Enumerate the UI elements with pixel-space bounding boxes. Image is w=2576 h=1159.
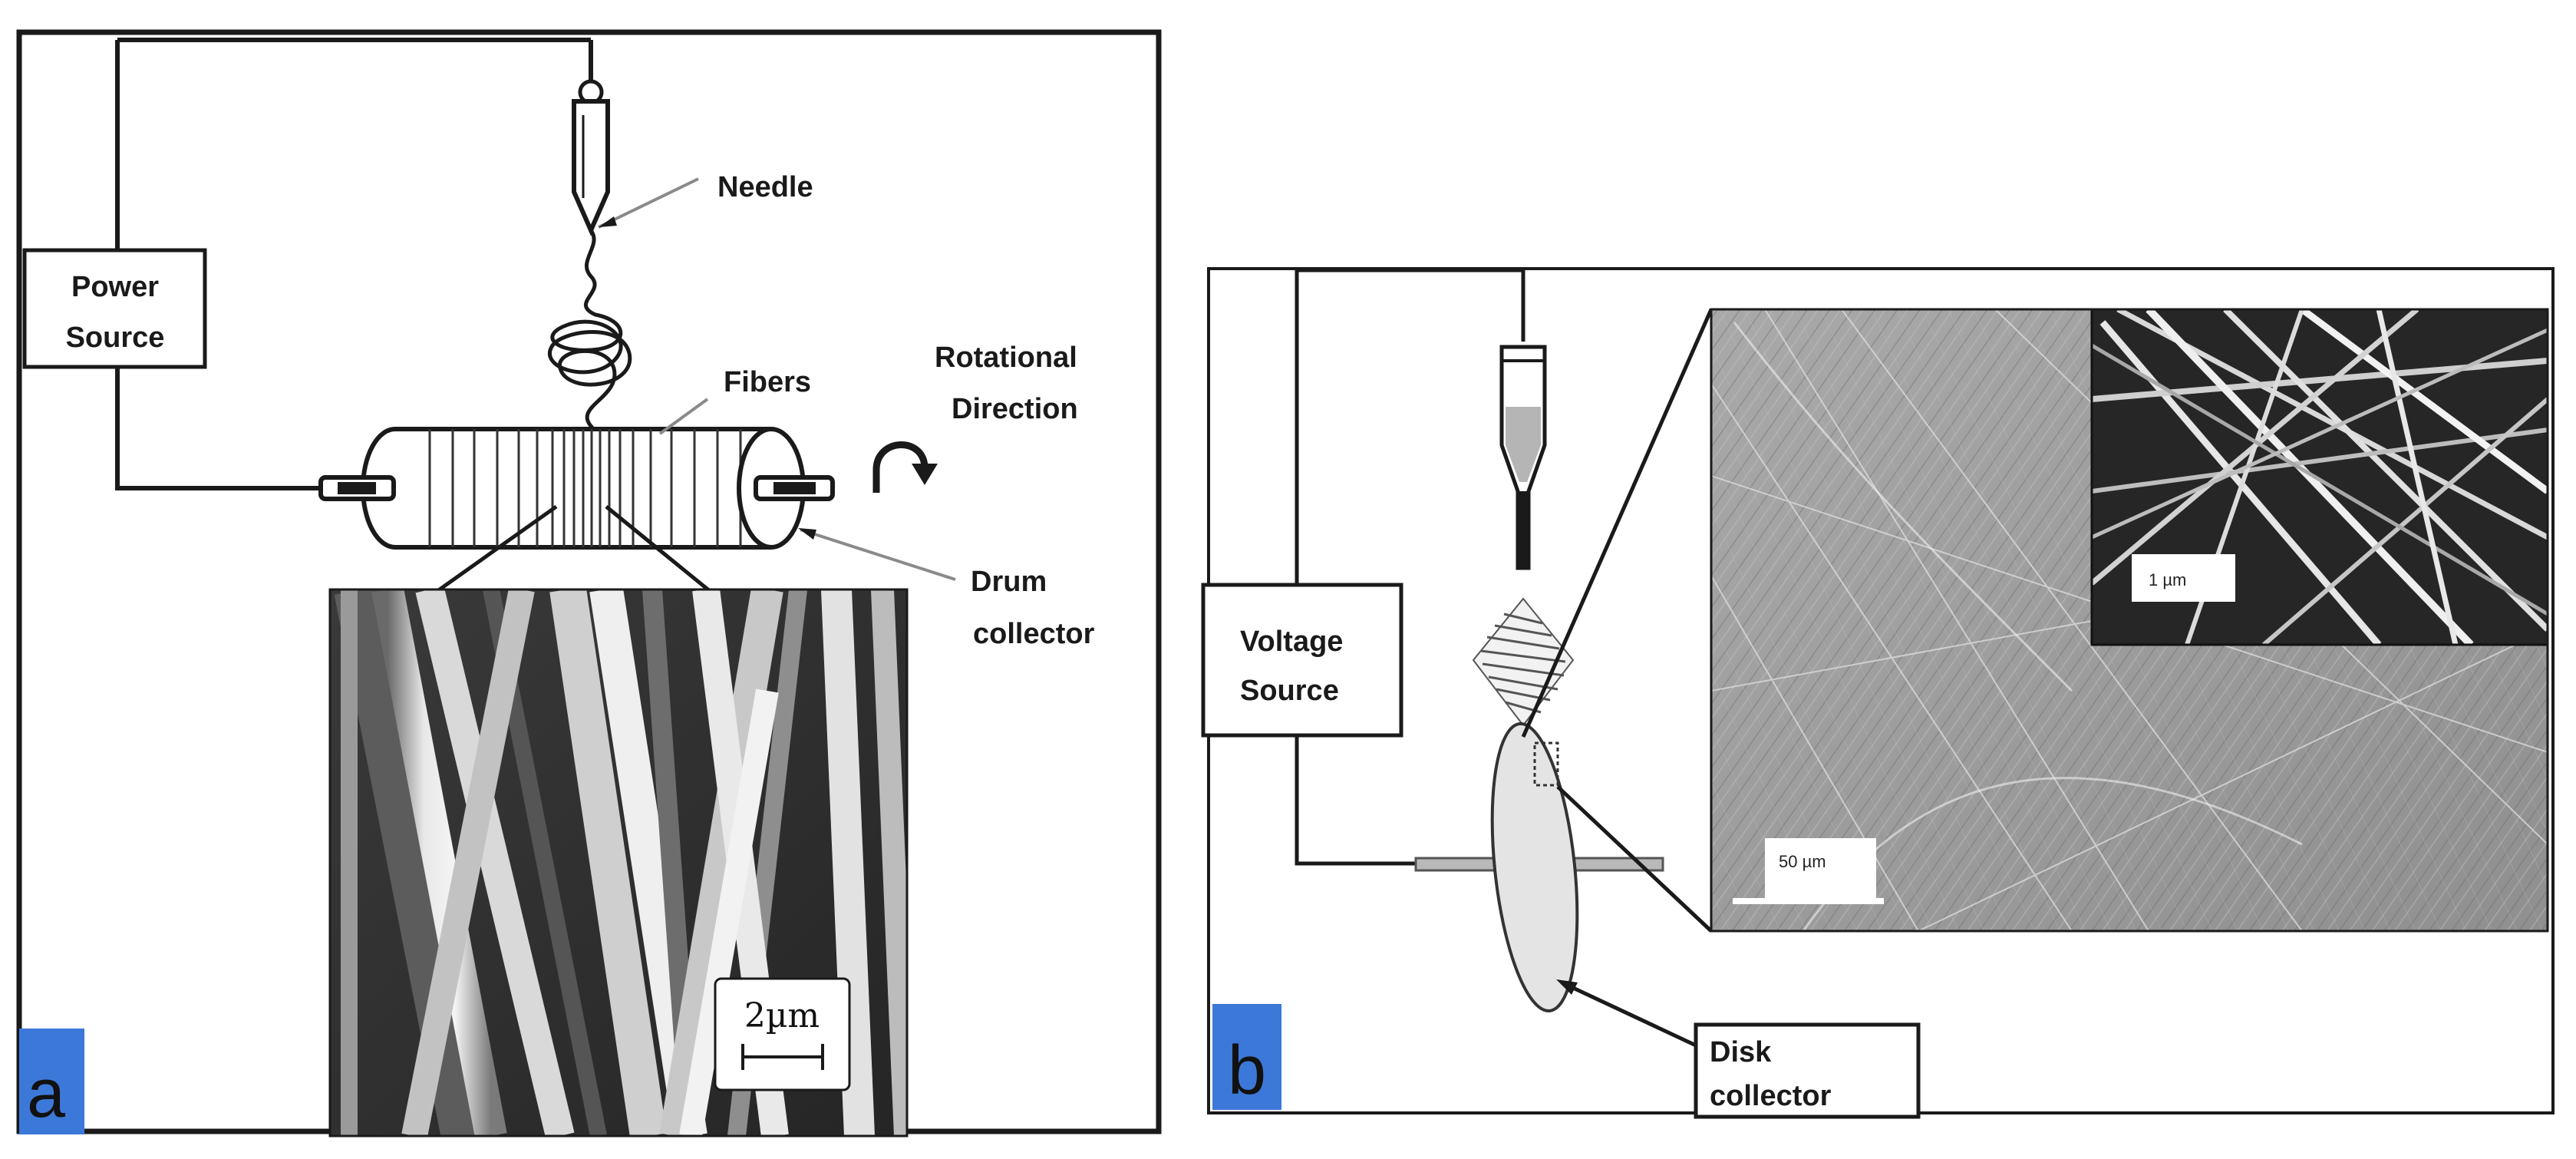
disk-collector-icon bbox=[1414, 721, 1664, 1013]
scale-bar-main-label: 50 µm bbox=[1779, 852, 1826, 871]
zoom-line-right bbox=[605, 505, 711, 593]
drum-label-1: Drum bbox=[971, 566, 1047, 598]
drum-leader bbox=[800, 528, 956, 581]
rotational-label-1: Rotational bbox=[935, 342, 1077, 374]
disk-label-2: collector bbox=[1710, 1080, 1832, 1112]
collected-fibers-lines bbox=[428, 429, 742, 547]
power-source-label-2: Source bbox=[66, 322, 165, 354]
disk-label-1: Disk bbox=[1710, 1036, 1772, 1068]
zoom-line-top bbox=[1521, 308, 1713, 738]
fibers-label: Fibers bbox=[724, 366, 811, 398]
voltage-label-2: Source bbox=[1240, 675, 1339, 707]
sem-inset: 1 µm bbox=[2090, 308, 2549, 646]
fibers-leader bbox=[658, 398, 709, 435]
scale-bar-inset-label: 1 µm bbox=[2149, 570, 2186, 589]
sem-image-random-mesh: 1 µm 50 µm bbox=[1710, 308, 2549, 933]
rotational-label-2: Direction bbox=[952, 393, 1078, 425]
panel-b: 1 µm 50 µm Voltage Source Disk collector… bbox=[1201, 267, 2555, 1119]
zoom-line-bottom bbox=[1556, 785, 1713, 933]
sem-image-aligned-fibers: 2µm bbox=[328, 588, 909, 1138]
scale-bar-a: 2µm bbox=[714, 977, 851, 1091]
rotation-arrow-icon bbox=[872, 441, 938, 493]
disk-collector-box bbox=[1694, 1022, 1921, 1119]
panel-a-letter: a bbox=[27, 1055, 66, 1132]
voltage-label-1: Voltage bbox=[1240, 626, 1343, 658]
disk-leader bbox=[1560, 980, 1697, 1048]
zoom-line-left bbox=[436, 504, 558, 593]
needle-icon bbox=[572, 79, 610, 236]
drum-label-2: collector bbox=[973, 618, 1095, 650]
scale-bar-a-label: 2µm bbox=[744, 996, 820, 1035]
panel-b-letter-badge bbox=[1212, 1004, 1281, 1110]
voltage-source-box bbox=[1201, 583, 1403, 738]
power-source-box bbox=[22, 248, 207, 369]
power-wire-drum bbox=[115, 40, 326, 490]
drum-collector-icon bbox=[318, 427, 835, 550]
needle-leader bbox=[598, 177, 699, 229]
panel-b-letter: b bbox=[1228, 1032, 1266, 1109]
needle-label: Needle bbox=[717, 171, 813, 203]
zoom-region-marker bbox=[1533, 741, 1559, 787]
voltage-wire-top bbox=[1295, 268, 1525, 585]
voltage-wire-disk bbox=[1295, 735, 1416, 866]
polymer-jet bbox=[548, 229, 632, 447]
power-source-label-1: Power bbox=[71, 271, 159, 303]
needle-b-icon bbox=[1499, 345, 1547, 570]
panel-a-letter-badge bbox=[19, 1029, 84, 1134]
panel-a: 2µm Power Source Needle Fibers Rotationa… bbox=[16, 29, 1162, 1138]
